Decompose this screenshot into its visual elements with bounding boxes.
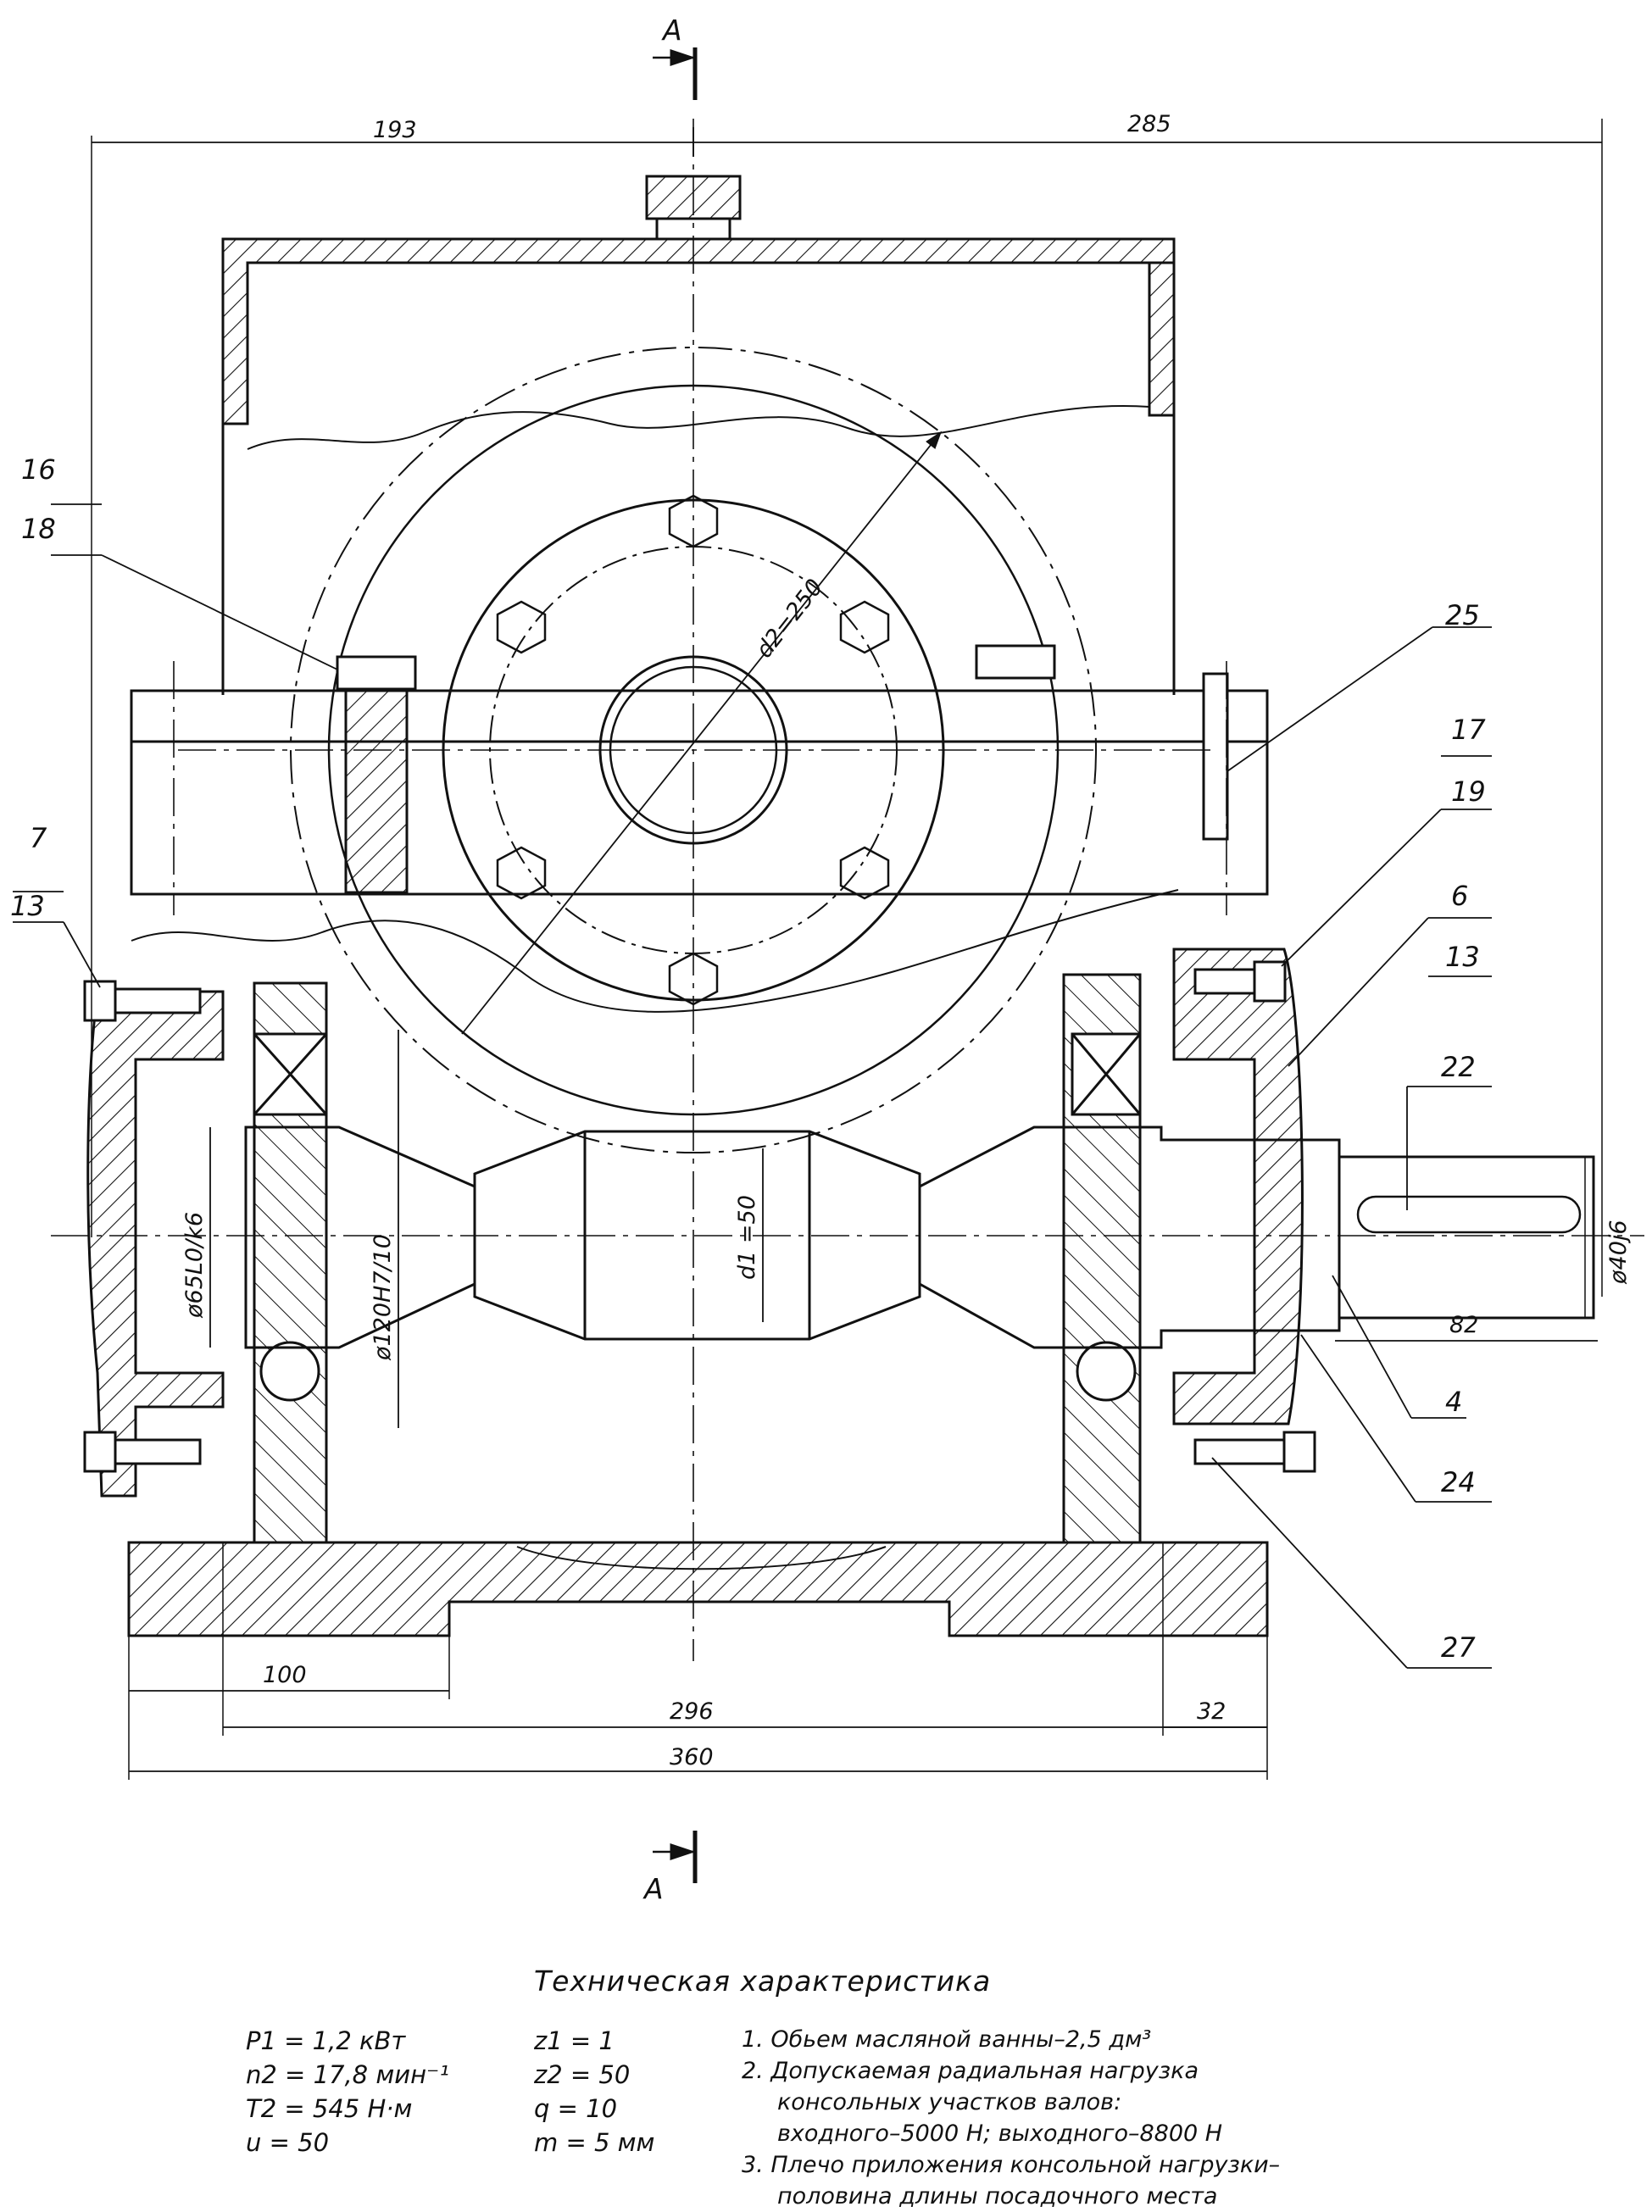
position-22: 22 <box>1441 1051 1476 1083</box>
position-13-right: 13 <box>1445 941 1480 973</box>
dim-d1: d1 =50 <box>734 1195 760 1280</box>
note-3-cont: половина длины посадочного места <box>777 2183 1218 2209</box>
section-mark-top: A <box>661 14 682 47</box>
bolt-27 <box>1282 1431 1316 1473</box>
worm-wheel-outer <box>290 347 1097 1153</box>
dim-left-top: 193 <box>373 117 417 143</box>
spec-z2: z2 = 50 <box>534 2060 631 2089</box>
position-19: 19 <box>1451 775 1486 808</box>
spec-q: q = 10 <box>534 2094 618 2123</box>
dim-base-right: 32 <box>1197 1698 1226 1725</box>
spec-gear: z1 = 1 z2 = 50 q = 10 m = 5 мм <box>534 2024 654 2159</box>
position-24: 24 <box>1441 1466 1476 1498</box>
housing-right-wall <box>1148 261 1176 417</box>
dim-shaft-fit: ø40j6 <box>1605 1220 1632 1285</box>
shaft-key <box>1356 1195 1582 1234</box>
position-17: 17 <box>1451 714 1486 746</box>
base-plate <box>127 1541 1269 1637</box>
bolt-19 <box>1253 960 1287 1003</box>
position-27: 27 <box>1441 1631 1476 1664</box>
note-2-cont-a: консольных участков валов: <box>777 2089 1122 2115</box>
spec-z1: z1 = 1 <box>534 2026 615 2055</box>
split-flange <box>130 689 1269 896</box>
position-13-left: 13 <box>10 890 45 922</box>
note-3: 3. Плечо приложения консольной нагрузки– <box>742 2152 1281 2178</box>
spec-ratio: u = 50 <box>246 2128 330 2157</box>
spec-torque: T2 = 545 Н·м <box>246 2094 413 2123</box>
note-2: 2. Допускаемая радиальная нагрузка <box>742 2058 1199 2084</box>
dim-housing-fit: ø120H7/10 <box>370 1234 396 1361</box>
dim-base-span: 296 <box>670 1698 714 1725</box>
note-1: 1. Обьем масляной ванны–2,5 дм³ <box>742 2026 1152 2053</box>
dim-right-top: 285 <box>1127 111 1171 137</box>
spec-title: Техническая характеристика <box>534 1965 992 1998</box>
position-4: 4 <box>1445 1386 1462 1418</box>
spec-speed: n2 = 17,8 мин⁻¹ <box>246 2060 449 2089</box>
dim-d2: d2=250 <box>751 575 828 664</box>
housing-top-wall <box>221 237 1176 425</box>
right-cover <box>1172 948 1304 1426</box>
spec-module: m = 5 мм <box>534 2128 655 2157</box>
shaft-end <box>1338 1155 1595 1320</box>
spec-params: P1 = 1,2 кВт n2 = 17,8 мин⁻¹ T2 = 545 Н·… <box>246 2024 449 2159</box>
bolt-13-left <box>83 1431 117 1473</box>
position-18: 18 <box>21 513 56 545</box>
spec-power: P1 = 1,2 кВт <box>246 2026 406 2055</box>
section-mark-bottom: A <box>642 1872 664 1905</box>
position-6: 6 <box>1451 880 1468 912</box>
dim-bearing-fit: ø65L0/k6 <box>181 1212 208 1319</box>
worm-shaft <box>244 1125 1341 1349</box>
dim-base-left: 100 <box>263 1662 307 1688</box>
position-25: 25 <box>1445 599 1480 631</box>
position-7: 7 <box>30 822 47 854</box>
note-2-cont-b: входного–5000 Н; выходного–8800 Н <box>777 2120 1223 2147</box>
dim-overall: 360 <box>670 1744 714 1770</box>
dim-shaft-length: 82 <box>1449 1312 1478 1338</box>
oil-dipstick <box>1202 672 1229 841</box>
spec-notes: 1. Обьем масляной ванны–2,5 дм³ 2. Допус… <box>742 2024 1280 2212</box>
position-16: 16 <box>21 453 56 486</box>
flange-bolt-left <box>336 655 417 691</box>
flange-bolt-right <box>975 644 1056 680</box>
